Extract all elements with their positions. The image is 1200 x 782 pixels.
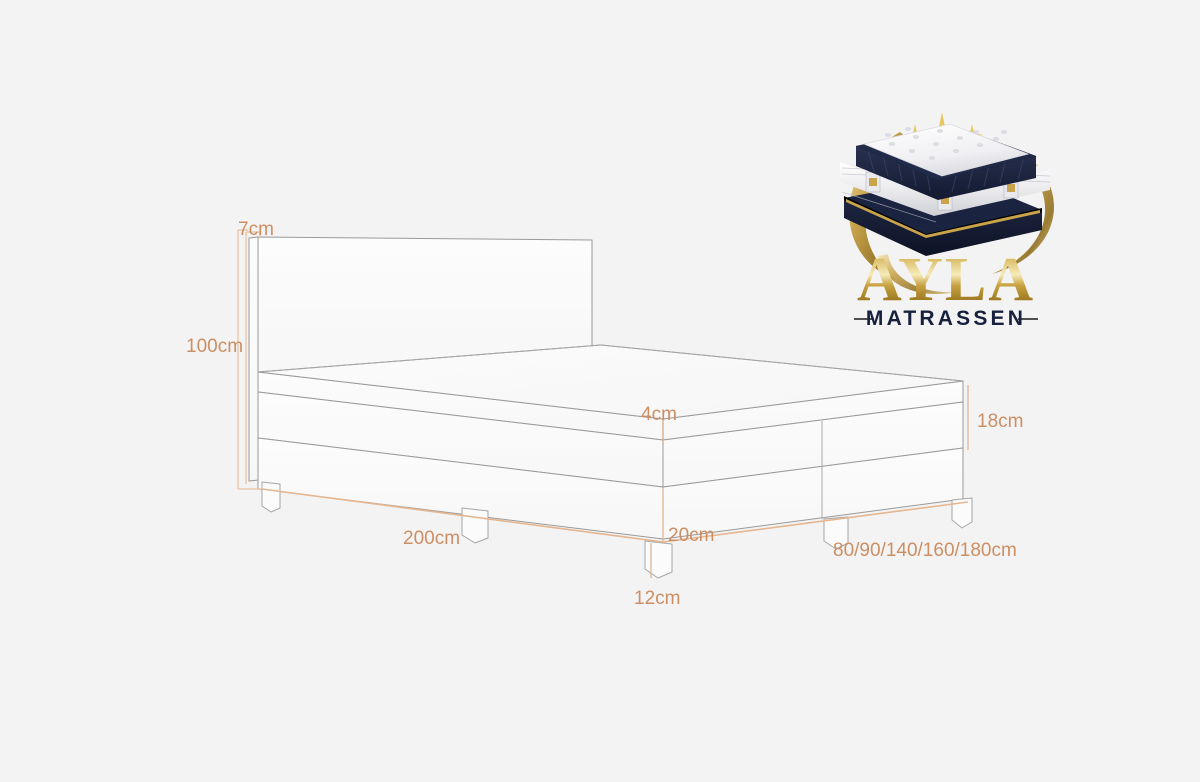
quilt-tufts [884, 127, 1008, 160]
dimension-lines [237, 229, 969, 578]
logo-artwork: AYLA MATRASSEN [840, 112, 1054, 330]
dimension-label-100cm: 100cm [186, 336, 243, 357]
headboard-side-edge [248, 236, 259, 482]
dimension-label-12cm: 12cm [634, 588, 680, 609]
handle-buckle-icons [865, 171, 1019, 211]
leg-rear-left [261, 481, 281, 513]
base-gold-line [846, 199, 1040, 238]
logo-tagline-text: MATRASSEN [866, 307, 1026, 330]
dimline-widths [662, 501, 969, 543]
dimension-label-widths: 80/90/140/160/180cm [833, 540, 1017, 561]
leg-mid-right [823, 516, 849, 550]
logo-tagline-group: MATRASSEN [854, 307, 1038, 330]
dimension-label-4cm: 4cm [641, 404, 677, 425]
mattress-stack-illustration [840, 123, 1051, 256]
logo-brand-text: AYLA [857, 246, 1035, 314]
bed-drawing [248, 236, 973, 579]
dimension-label-200cm: 200cm [403, 528, 460, 549]
dimension-label-7cm: 7cm [238, 219, 274, 240]
pillow-top [862, 123, 1030, 177]
leg-rear-right [951, 497, 973, 529]
dimline-200cm [261, 488, 664, 543]
top-surface-seam [257, 344, 602, 373]
top-back-edge [600, 344, 964, 382]
leg-front-corner [644, 540, 673, 579]
dimension-label-20cm: 20cm [668, 525, 714, 546]
dimension-label-18cm: 18cm [977, 411, 1023, 432]
leg-mid-left [461, 507, 489, 544]
ayla-matrassen-logo: AYLA MATRASSEN [826, 104, 1066, 339]
